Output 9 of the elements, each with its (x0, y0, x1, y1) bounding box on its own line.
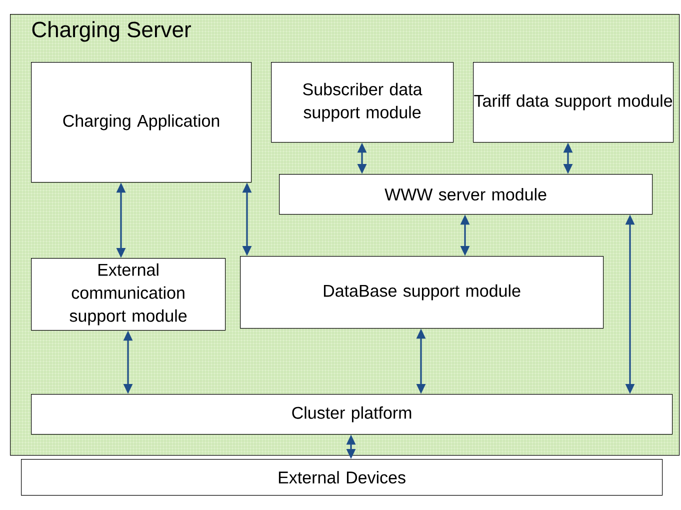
module-box: External Devices (21, 459, 663, 496)
module-box: WWW server module (279, 174, 653, 215)
module-box: Subscriber data support module (271, 62, 454, 143)
module-box: Cluster platform (31, 394, 673, 435)
module-box: Tariff data support module (473, 62, 674, 143)
module-box: External communication support module (31, 258, 226, 331)
frame-title: Charging Server (32, 21, 191, 42)
module-box: DataBase support module (240, 256, 604, 329)
module-box: Charging Application (31, 62, 252, 183)
